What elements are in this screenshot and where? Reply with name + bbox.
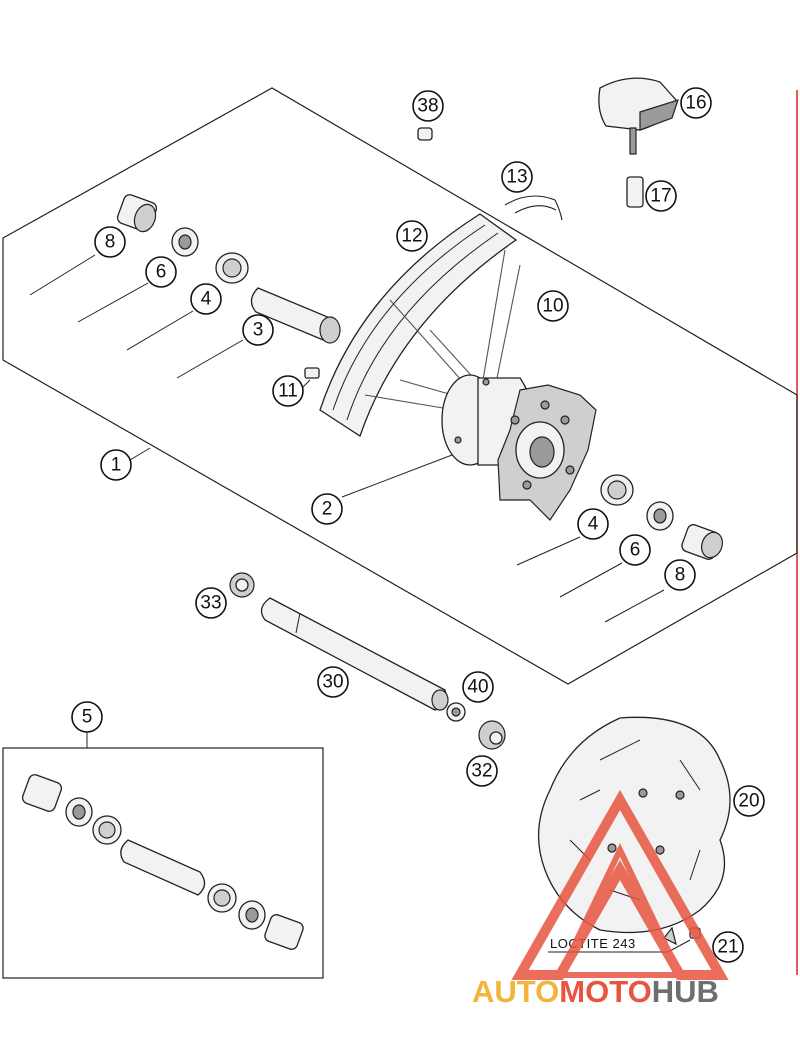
svg-text:20: 20	[738, 791, 759, 812]
spacer-8-left	[116, 194, 158, 233]
svg-text:32: 32	[471, 761, 492, 782]
callout-40: 40	[462, 671, 494, 703]
svg-text:8: 8	[105, 232, 116, 253]
callout-30: 30	[317, 666, 349, 698]
loctite-note: LOCTITE 243	[550, 936, 636, 951]
axle-nut-33	[229, 572, 255, 598]
rim-12	[319, 213, 518, 437]
bearing-4-right	[600, 474, 634, 506]
callout-11: 11	[272, 375, 304, 407]
callout-17: 17	[645, 180, 677, 212]
loctite-leader	[667, 939, 691, 953]
callout-2: 2	[311, 493, 343, 525]
svg-text:2: 2	[322, 499, 333, 520]
watermark-text: AUTOMOTOHUB	[472, 974, 719, 1009]
callout-10: 10	[537, 290, 569, 322]
callout-4-right: 4	[577, 508, 609, 540]
watermark-logo	[511, 789, 729, 980]
seal-6-right	[646, 501, 674, 531]
valve-nut-17	[626, 176, 644, 208]
valve-cap-38	[417, 127, 433, 141]
watermark-auto: AUTO	[472, 974, 559, 1009]
distance-tube-3	[250, 287, 341, 344]
kit-5-frame	[2, 747, 324, 979]
svg-text:6: 6	[630, 540, 641, 561]
watermark-moto: MOTO	[559, 974, 651, 1009]
callout-33: 33	[195, 587, 227, 619]
svg-text:38: 38	[417, 96, 438, 117]
callout-6-left: 6	[145, 256, 177, 288]
spacer-8-right	[681, 524, 723, 560]
callout-38: 38	[412, 90, 444, 122]
svg-text:33: 33	[200, 593, 221, 614]
nipple-11	[304, 367, 320, 379]
svg-text:4: 4	[588, 514, 599, 535]
wheel-assembly-frame	[2, 87, 798, 685]
svg-text:4: 4	[201, 289, 212, 310]
callout-12: 12	[396, 220, 428, 252]
svg-text:6: 6	[156, 262, 167, 283]
callout-1: 1	[100, 449, 132, 481]
callout-8-right: 8	[664, 559, 696, 591]
axle-screw-32	[478, 720, 506, 750]
wheel-hub	[441, 374, 597, 521]
svg-text:12: 12	[401, 226, 422, 247]
callout-4-left: 4	[190, 283, 222, 315]
svg-text:11: 11	[278, 381, 298, 402]
callout-3: 3	[242, 314, 274, 346]
axle-30	[260, 597, 449, 711]
watermark-hub: HUB	[652, 974, 719, 1009]
callout-20: 20	[733, 785, 765, 817]
seal-6-left	[171, 227, 199, 257]
callout-16: 16	[680, 87, 712, 119]
svg-text:40: 40	[467, 677, 488, 698]
callout-5: 5	[71, 701, 103, 733]
svg-text:30: 30	[322, 672, 343, 693]
tube-16	[598, 77, 679, 155]
svg-text:3: 3	[253, 320, 264, 341]
bearing-4-left	[215, 252, 249, 284]
svg-text:5: 5	[82, 707, 93, 728]
rim-tape-13	[504, 195, 563, 221]
svg-text:8: 8	[675, 565, 686, 586]
washer-40	[446, 702, 466, 722]
svg-text:13: 13	[506, 167, 527, 188]
svg-text:16: 16	[685, 93, 706, 114]
callout-32: 32	[466, 755, 498, 787]
callout-21: 21	[712, 931, 744, 963]
svg-text:1: 1	[111, 455, 122, 476]
svg-text:17: 17	[650, 186, 671, 207]
kit-5-parts	[21, 774, 304, 950]
callout-13: 13	[501, 161, 533, 193]
callout-8-left: 8	[94, 226, 126, 258]
svg-text:21: 21	[717, 937, 738, 958]
svg-text:10: 10	[542, 296, 563, 317]
callout-6-right: 6	[619, 534, 651, 566]
